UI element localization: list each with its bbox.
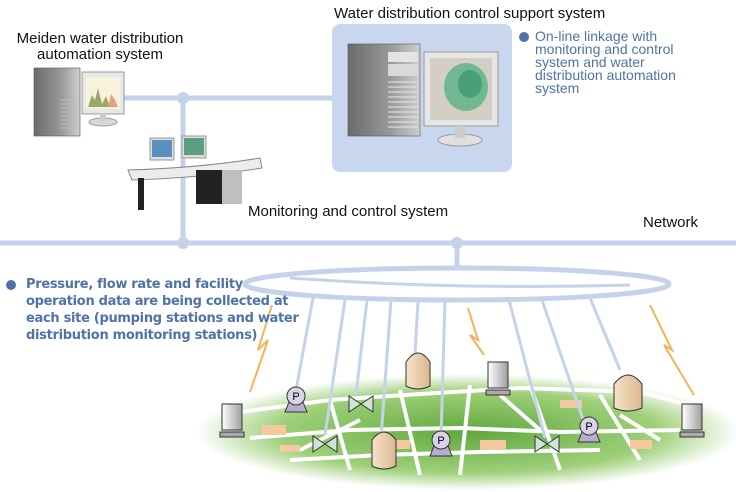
monitoring-terminal-icon bbox=[219, 403, 245, 438]
water-tank-icon bbox=[613, 374, 643, 412]
support-system-label: Water distribution control support syste… bbox=[334, 5, 606, 22]
svg-text:P: P bbox=[437, 435, 444, 447]
pipe-network bbox=[239, 384, 701, 476]
note-line: distribution automation bbox=[535, 67, 676, 83]
wireless-signal-icons bbox=[249, 304, 695, 396]
meiden-label-line: automation system bbox=[37, 46, 163, 63]
support-note-bullet-icon bbox=[519, 32, 529, 42]
meiden-system-label: Meiden water distribution automation sys… bbox=[7, 31, 193, 63]
site-note: Pressure, flow rate and facility operati… bbox=[26, 276, 299, 344]
note-line: operation data are being collected at bbox=[26, 294, 289, 309]
svg-text:P: P bbox=[585, 421, 592, 433]
monitoring-console-icon bbox=[127, 135, 263, 210]
note-line: monitoring and control bbox=[535, 41, 674, 57]
site-links bbox=[294, 297, 622, 439]
pump-station-icon: P bbox=[429, 430, 453, 457]
note-line: each site (pumping stations and water bbox=[26, 311, 299, 326]
meiden-label-line: Meiden water distribution bbox=[16, 30, 184, 47]
note-line: system and water bbox=[535, 54, 645, 70]
monitoring-terminal-icon bbox=[679, 403, 705, 438]
network-node bbox=[177, 92, 189, 104]
network-node bbox=[177, 237, 189, 249]
meiden-pc-icon bbox=[33, 67, 125, 137]
monitoring-system-label: Monitoring and control system bbox=[248, 203, 449, 220]
valve-icon bbox=[534, 435, 560, 453]
valve-icon bbox=[312, 435, 338, 453]
note-line: distribution monitoring stations) bbox=[26, 328, 258, 343]
valve-icon bbox=[348, 395, 374, 413]
water-tank-icon bbox=[371, 431, 397, 470]
support-pc-icon bbox=[347, 43, 499, 147]
note-line: Pressure, flow rate and facility bbox=[26, 277, 243, 292]
pump-station-icon: P bbox=[284, 386, 308, 413]
network-ring-inner bbox=[289, 276, 631, 288]
monitoring-terminal-icon bbox=[485, 361, 511, 396]
svg-text:P: P bbox=[292, 391, 299, 403]
note-line: On-line linkage with bbox=[535, 28, 658, 44]
network-ring bbox=[242, 265, 672, 303]
support-note: On-line linkage with monitoring and cont… bbox=[535, 28, 676, 96]
water-tank-icon bbox=[405, 352, 431, 390]
land-parcels bbox=[262, 400, 652, 452]
network-node bbox=[451, 237, 463, 249]
network-label: Network bbox=[643, 214, 699, 231]
pump-station-icon: P bbox=[577, 416, 601, 443]
site-note-bullet-icon bbox=[6, 280, 16, 290]
note-line: system bbox=[535, 80, 580, 96]
